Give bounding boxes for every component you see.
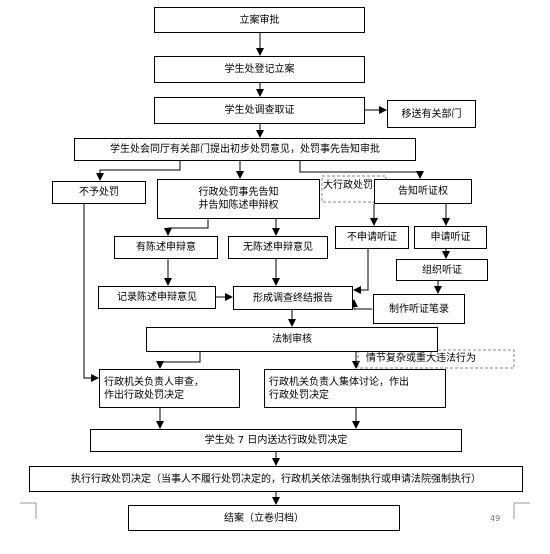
node-head-review: 行政机关负责人审查， 作出行政处罚决定 [99,369,240,408]
arrow-legal-to-head [156,352,201,369]
node-no-penalty: 不予处罚 [52,181,146,204]
node-collective-discussion: 行政机关负责人集体讨论，作出 行政处罚决定 [264,369,446,408]
corner-mark-right [513,502,530,519]
node-transfer: 移送有关部门 [387,100,476,128]
label-major-penalty: 大行政处罚 [323,180,373,191]
page-number: 49 [490,514,501,523]
node-prior-notice: 行政处罚事先告知 并告知陈述申辩权 [157,179,320,219]
label-complex-case: 情节复杂或重大违法行为 [366,353,476,364]
node-investigate: 学生处调查取证 [154,97,365,124]
node-no-statement: 无陈述申辩意见 [228,236,328,259]
arrow-opinion-to-no-penalty [96,161,181,181]
node-notify-hearing: 告知听证权 [374,179,472,204]
node-initial-opinion: 学生处会同厅有关部门提出初步处罚意见，处罚事先告知审批 [74,138,416,161]
node-legal-review: 法制审核 [146,327,438,352]
node-final-report: 形成调查终结报告 [233,286,353,310]
node-organize-hearing: 组织听证 [396,259,488,281]
node-execute: 执行行政处罚决定（当事人不履行处罚决定的，行政机关依法强制执行或申请法院强制执行… [29,466,523,492]
node-deliver: 学生处 7 日内送达行政处罚决定 [90,429,462,452]
arrow-notice-to-has [164,219,209,236]
node-hearing-minutes: 制作听证笔录 [373,294,465,324]
corner-mark-left [20,502,37,519]
node-student-register: 学生处登记立案 [154,56,365,83]
node-no-hearing-request: 不申请听证 [335,226,409,249]
node-close-case: 结案（立卷归档） [128,505,400,531]
arrow-minutes-to-report [350,299,372,310]
arrow-no-request-to-report [353,249,369,294]
arrow-opinion-to-notify-hearing [299,161,424,179]
arrow-no-penalty-to-head [83,204,99,382]
node-record-statement: 记录陈述申辩意见 [98,286,216,309]
node-has-statement: 有陈述申辩意 [114,236,218,259]
node-request-hearing: 申请听证 [414,226,487,249]
node-register: 立案审批 [154,7,365,33]
